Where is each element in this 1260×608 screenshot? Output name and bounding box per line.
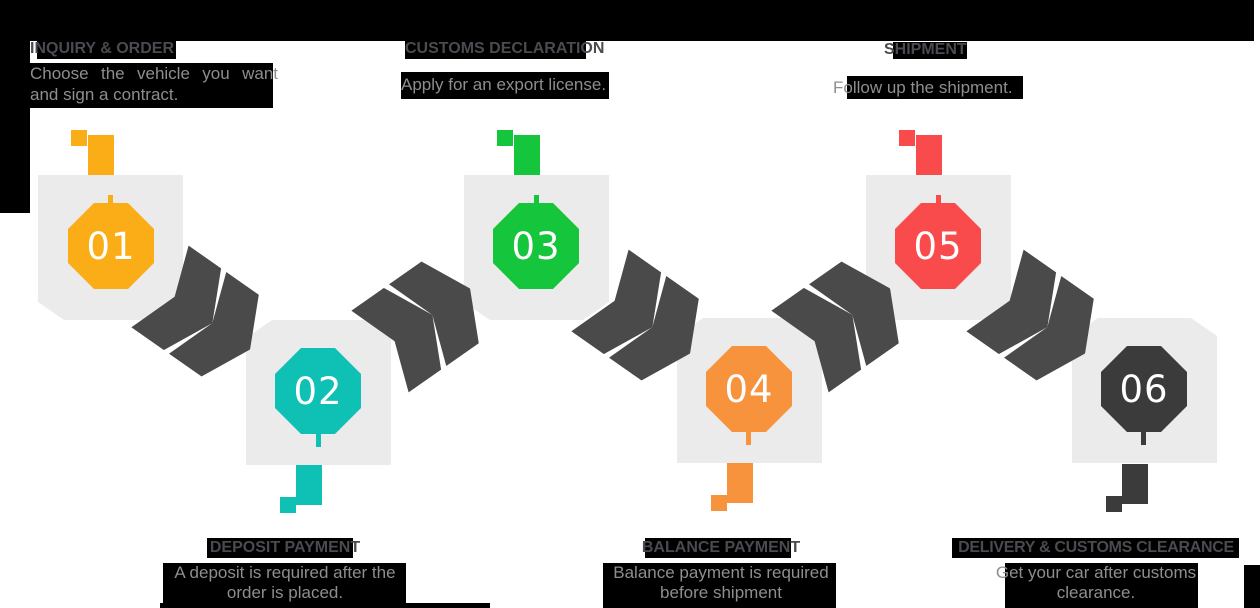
bottom-black-strip xyxy=(160,603,490,608)
text-highlight xyxy=(30,63,273,108)
step-06-number: 06 xyxy=(1119,367,1169,411)
flag-pole-icon xyxy=(746,432,751,445)
flag-icon xyxy=(916,135,942,175)
text-highlight xyxy=(893,42,967,59)
description-line: order is placed. xyxy=(226,583,344,602)
text-highlight xyxy=(1005,563,1198,608)
step-01-badge: 01 xyxy=(68,203,154,289)
step-06-title: DELIVERY & CUSTOMS CLEARANCE xyxy=(958,539,1234,556)
text-highlight xyxy=(847,76,1023,99)
text-highlight xyxy=(603,563,836,608)
flag-icon xyxy=(514,135,540,175)
step-05-description: Follow up the shipment. xyxy=(833,77,1013,98)
step-02-title: DEPOSIT PAYMENT xyxy=(209,539,361,556)
left-black-bar xyxy=(0,41,30,213)
step-04-description: Balance payment is required before shipm… xyxy=(586,563,856,603)
text-highlight xyxy=(645,538,791,558)
flag-pole-icon xyxy=(534,195,539,208)
flag-icon xyxy=(296,465,322,505)
description-line: clearance. xyxy=(1056,583,1136,602)
flag-icon xyxy=(1122,464,1148,504)
flag-icon xyxy=(71,130,87,146)
description-line: Follow up the shipment. xyxy=(833,78,1013,97)
step-01-title: INQUIRY & ORDER xyxy=(30,40,175,57)
flag-icon xyxy=(280,497,296,513)
step-05-badge: 05 xyxy=(895,203,981,289)
step-05-number: 05 xyxy=(913,224,963,268)
step-03-title: CUSTOMS DECLARATION xyxy=(405,40,605,57)
flag-icon xyxy=(1106,496,1122,512)
step-02-description: A deposit is required after the order is… xyxy=(150,563,420,603)
text-highlight xyxy=(952,538,1239,558)
flag-icon xyxy=(899,130,915,146)
description-line: Apply for an export license. xyxy=(401,75,607,94)
flag-icon xyxy=(88,135,114,175)
step-01-number: 01 xyxy=(86,224,136,268)
text-highlight xyxy=(401,72,609,99)
step-05-title: SHIPMENT xyxy=(884,41,967,58)
step-02-badge: 02 xyxy=(275,348,361,434)
step-04-title: BALANCE PAYMENT xyxy=(641,539,801,556)
flag-icon xyxy=(497,130,513,146)
flag-pole-icon xyxy=(316,434,321,447)
step-06-badge: 06 xyxy=(1101,346,1187,432)
flag-pole-icon xyxy=(1141,432,1146,445)
step-01-description: Choose the vehicle you want and sign a c… xyxy=(30,63,278,105)
step-06-description: Get your car after customs clearance. xyxy=(950,563,1242,603)
text-highlight xyxy=(163,563,406,608)
description-line: A deposit is required after the xyxy=(174,563,396,582)
text-highlight xyxy=(207,538,353,558)
top-black-bar xyxy=(0,0,1254,41)
description-line: Balance payment is required xyxy=(613,563,829,582)
step-04-number: 04 xyxy=(724,367,774,411)
step-02-number: 02 xyxy=(293,369,343,413)
description-line: Get your car after customs xyxy=(995,563,1197,582)
flag-icon xyxy=(727,463,753,503)
description-line: Choose the vehicle you want xyxy=(30,64,278,83)
text-highlight xyxy=(405,41,586,59)
step-04-badge: 04 xyxy=(706,346,792,432)
step-03-badge: 03 xyxy=(493,203,579,289)
description-line: and sign a contract. xyxy=(30,85,179,104)
flag-pole-icon xyxy=(936,195,941,208)
description-line: before shipment xyxy=(660,583,782,602)
text-highlight xyxy=(37,41,176,59)
step-03-description: Apply for an export license. xyxy=(401,74,606,95)
step-03-number: 03 xyxy=(511,224,561,268)
corner-black-block xyxy=(1244,565,1260,608)
flag-pole-icon xyxy=(108,195,113,208)
flag-icon xyxy=(711,495,727,511)
